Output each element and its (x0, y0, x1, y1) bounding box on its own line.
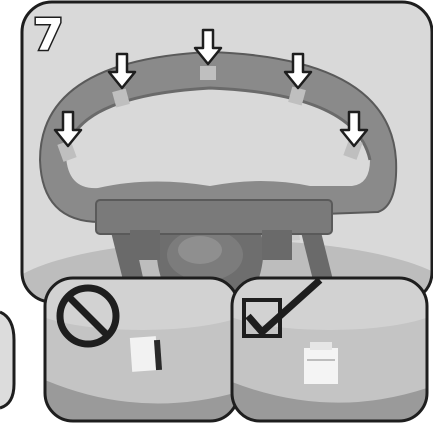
incorrect-inset-panel (22, 270, 262, 421)
adjacent-panel-edge (0, 312, 14, 408)
correct-inset-panel (210, 270, 433, 421)
seated-clip (304, 342, 338, 384)
misaligned-clip (130, 336, 162, 372)
step-number: 7 (33, 14, 64, 58)
